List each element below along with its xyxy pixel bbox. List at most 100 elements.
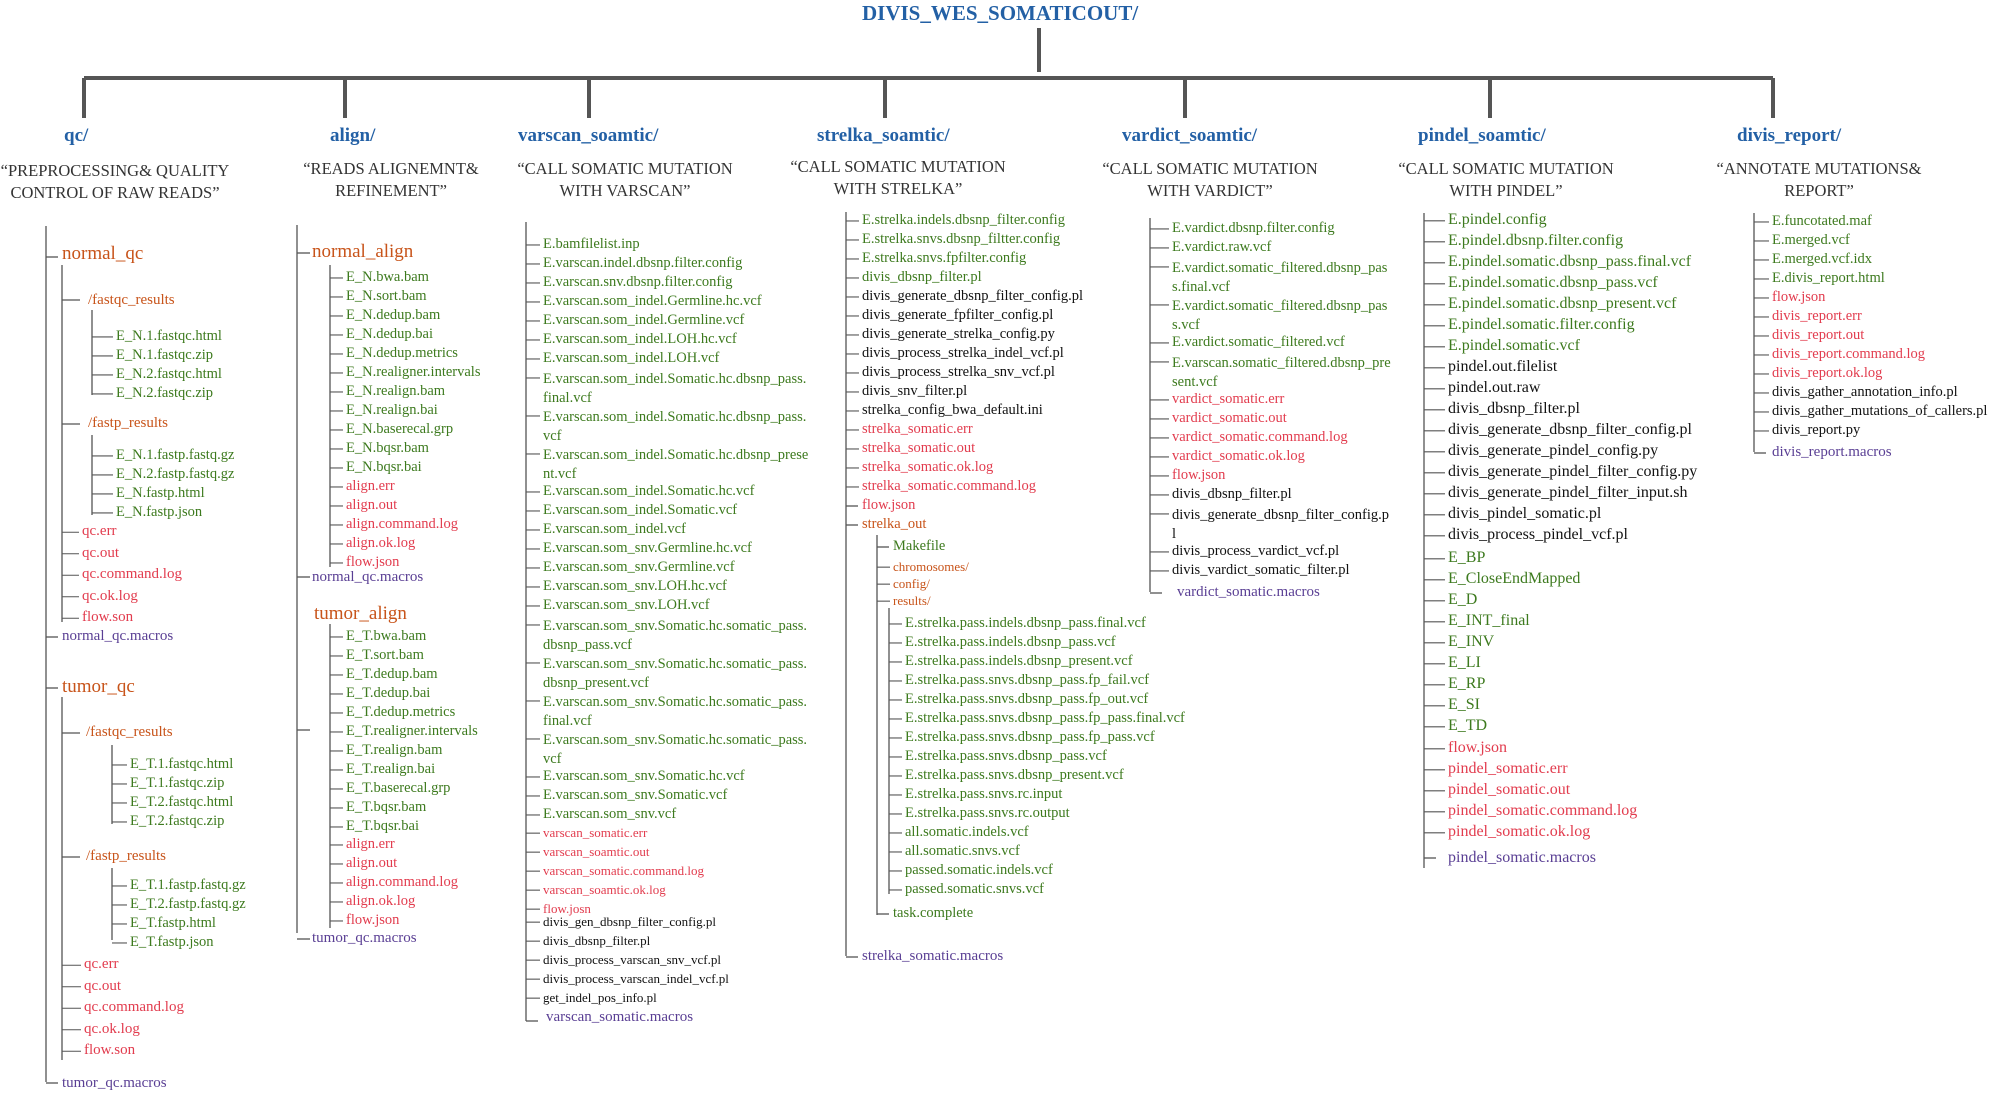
file-item: qc.err bbox=[84, 956, 119, 972]
file-item: E.varscan.snv.dbsnp.filter.config bbox=[543, 274, 733, 290]
file-item: E.varscan.som_indel.Somatic.hc.dbsnp_pas… bbox=[543, 409, 807, 444]
file-item: E_T.fastp.html bbox=[130, 915, 216, 931]
file-item: E_T.1.fastp.fastq.gz bbox=[130, 877, 246, 893]
file-item: E_D bbox=[1448, 591, 1478, 608]
file-item: E.pindel.config bbox=[1448, 211, 1547, 228]
file-item: E_N.1.fastp.fastq.gz bbox=[116, 447, 235, 463]
qc-header: qc/ bbox=[64, 125, 89, 146]
file-item: divis_dbsnp_filter.pl bbox=[862, 269, 982, 285]
file-item: E.pindel.dbsnp.filter.config bbox=[1448, 232, 1624, 249]
file-item: E_SI bbox=[1448, 696, 1480, 713]
file-item: E.varscan.som_indel.Germline.hc.vcf bbox=[543, 293, 762, 309]
file-item: E_T.realigner.intervals bbox=[346, 723, 478, 739]
file-item: divis_generate_fpfilter_config.pl bbox=[862, 307, 1054, 323]
file-item: divis_generate_dbsnp_filter_config.pl bbox=[1448, 421, 1692, 438]
file-item: E.strelka.pass.snvs.dbsnp_pass.vcf bbox=[905, 748, 1107, 764]
normal-align-folder: normal_align bbox=[312, 241, 414, 262]
file-item: qc.command.log bbox=[82, 566, 182, 582]
file-item: flow.josn bbox=[543, 901, 591, 916]
file-item: passed.somatic.snvs.vcf bbox=[905, 881, 1044, 897]
tumor-align-folder: tumor_align bbox=[314, 603, 407, 624]
column-description: “CALL SOMATIC MUTATION WITH STRELKA” bbox=[790, 157, 1006, 198]
file-item: config/ bbox=[893, 576, 930, 591]
file-item: divis_process_strelka_indel_vcf.pl bbox=[862, 345, 1064, 361]
file-item: align.command.log bbox=[346, 874, 458, 890]
file-item: align.err bbox=[346, 836, 395, 852]
file-item: divis_report.command.log bbox=[1772, 346, 1926, 362]
file-item: E.strelka.pass.snvs.rc.output bbox=[905, 805, 1070, 821]
file-item: E.varscan.som_indel.Germline.vcf bbox=[543, 312, 745, 328]
macros-file: pindel_somatic.macros bbox=[1448, 849, 1596, 866]
file-item: E.pindel.somatic.dbsnp_pass.vcf bbox=[1448, 274, 1658, 291]
file-item: E_T.baserecal.grp bbox=[346, 780, 451, 796]
file-item: E.varscan.indel.dbsnp.filter.config bbox=[543, 255, 743, 271]
file-item: E_N.sort.bam bbox=[346, 288, 427, 304]
file-item: align.out bbox=[346, 497, 398, 513]
file-item: E.strelka.pass.snvs.dbsnp_pass.fp_out.vc… bbox=[905, 691, 1149, 707]
root-title: DIVIS_WES_SOMATICOUT/ bbox=[862, 1, 1139, 25]
file-item: E.merged.vcf.idx bbox=[1772, 251, 1872, 267]
file-item: divis_gen_dbsnp_filter_config.pl bbox=[543, 914, 716, 929]
file-item: divis_report.out bbox=[1772, 327, 1865, 343]
file-item: divis_generate_strelka_config.py bbox=[862, 326, 1055, 342]
file-item: flow.json bbox=[346, 554, 400, 570]
file-item: E.strelka.snvs.dbsnp_filtter.config bbox=[862, 231, 1061, 247]
align-header: align/ bbox=[330, 125, 376, 146]
file-item: E_T.1.fastqc.zip bbox=[130, 775, 225, 791]
file-item: all.somatic.snvs.vcf bbox=[905, 843, 1020, 859]
file-item: E.strelka.snvs.fpfilter.config bbox=[862, 250, 1027, 266]
file-item: E.varscan.som_snv.vcf bbox=[543, 806, 677, 822]
fastp-results-folder: /fastp_results bbox=[86, 848, 166, 864]
file-item: E_T.dedup.bai bbox=[346, 685, 431, 701]
file-item: E_N.dedup.metrics bbox=[346, 345, 458, 361]
file-item: E_T.dedup.bam bbox=[346, 666, 438, 682]
file-item: E_T.fastp.json bbox=[130, 934, 214, 950]
file-item: E.varscan.som_indel.Somatic.hc.vcf bbox=[543, 483, 755, 499]
file-item: E.strelka.pass.snvs.rc.input bbox=[905, 786, 1063, 802]
file-item: E_N.1.fastqc.zip bbox=[116, 347, 214, 363]
file-item: flow.json bbox=[1172, 467, 1226, 483]
file-item: chromosomes/ bbox=[893, 559, 969, 574]
macros-file: divis_report.macros bbox=[1772, 444, 1892, 460]
file-item: qc.command.log bbox=[84, 999, 184, 1015]
file-item: E.varscan.som_snv.Germline.hc.vcf bbox=[543, 540, 752, 556]
macros-file: tumor_qc.macros bbox=[312, 930, 417, 946]
file-item: strelka_somatic.ok.log bbox=[862, 459, 994, 475]
file-item: E_T.realign.bai bbox=[346, 761, 436, 777]
file-item: E.vardict.somatic_filtered.dbsnp_pas s.v… bbox=[1172, 298, 1388, 333]
file-item: E.pindel.somatic.filter.config bbox=[1448, 316, 1635, 333]
file-item: E_N.fastp.json bbox=[116, 504, 203, 520]
file-item: flow.son bbox=[82, 609, 134, 625]
file-item: align.ok.log bbox=[346, 893, 416, 909]
file-item: E_N.2.fastp.fastq.gz bbox=[116, 466, 235, 482]
file-item: E_T.2.fastqc.zip bbox=[130, 813, 225, 829]
file-item: all.somatic.indels.vcf bbox=[905, 824, 1029, 840]
file-item: E_T.1.fastqc.html bbox=[130, 756, 234, 772]
file-item: E.strelka.pass.indels.dbsnp_pass.final.v… bbox=[905, 615, 1146, 631]
file-item: E.divis_report.html bbox=[1772, 270, 1885, 286]
macros-file: normal_qc.macros bbox=[62, 628, 174, 644]
file-item: E_N.realign.bam bbox=[346, 383, 446, 399]
file-item: flow.json bbox=[1448, 739, 1507, 756]
file-item: qc.out bbox=[82, 544, 120, 561]
file-item: E.vardict.somatic_filtered.vcf bbox=[1172, 334, 1345, 350]
file-item: E.varscan.som_snv.Somatic.hc.somatic_pas… bbox=[543, 732, 808, 767]
file-item: E.strelka.pass.indels.dbsnp_present.vcf bbox=[905, 653, 1133, 669]
file-item: E_N.bwa.bam bbox=[346, 269, 429, 285]
file-item: strelka_somatic.err bbox=[862, 421, 973, 437]
file-item: flow.json bbox=[1772, 289, 1826, 305]
varscan-header: varscan_soamtic/ bbox=[518, 125, 659, 146]
file-item: divis_process_pindel_vcf.pl bbox=[1448, 526, 1628, 543]
file-item: E_N.baserecal.grp bbox=[346, 421, 454, 437]
file-item: E.strelka.indels.dbsnp_filter.config bbox=[862, 212, 1065, 228]
file-item: E.strelka.pass.snvs.dbsnp_pass.fp_pass.v… bbox=[905, 729, 1155, 745]
fastqc-results-folder: /fastqc_results bbox=[88, 292, 175, 308]
file-item: divis_process_vardict_vcf.pl bbox=[1172, 543, 1340, 559]
macros-file: vardict_somatic.macros bbox=[1177, 584, 1320, 600]
macros-file: strelka_somatic.macros bbox=[862, 948, 1004, 964]
column-description: “PREPROCESSING& QUALITY CONTROL OF RAW R… bbox=[0, 161, 230, 202]
file-item: strelka_somatic.command.log bbox=[862, 478, 1036, 494]
file-item: E.varscan.som_indel.Somatic.hc.dbsnp_pre… bbox=[543, 447, 809, 482]
